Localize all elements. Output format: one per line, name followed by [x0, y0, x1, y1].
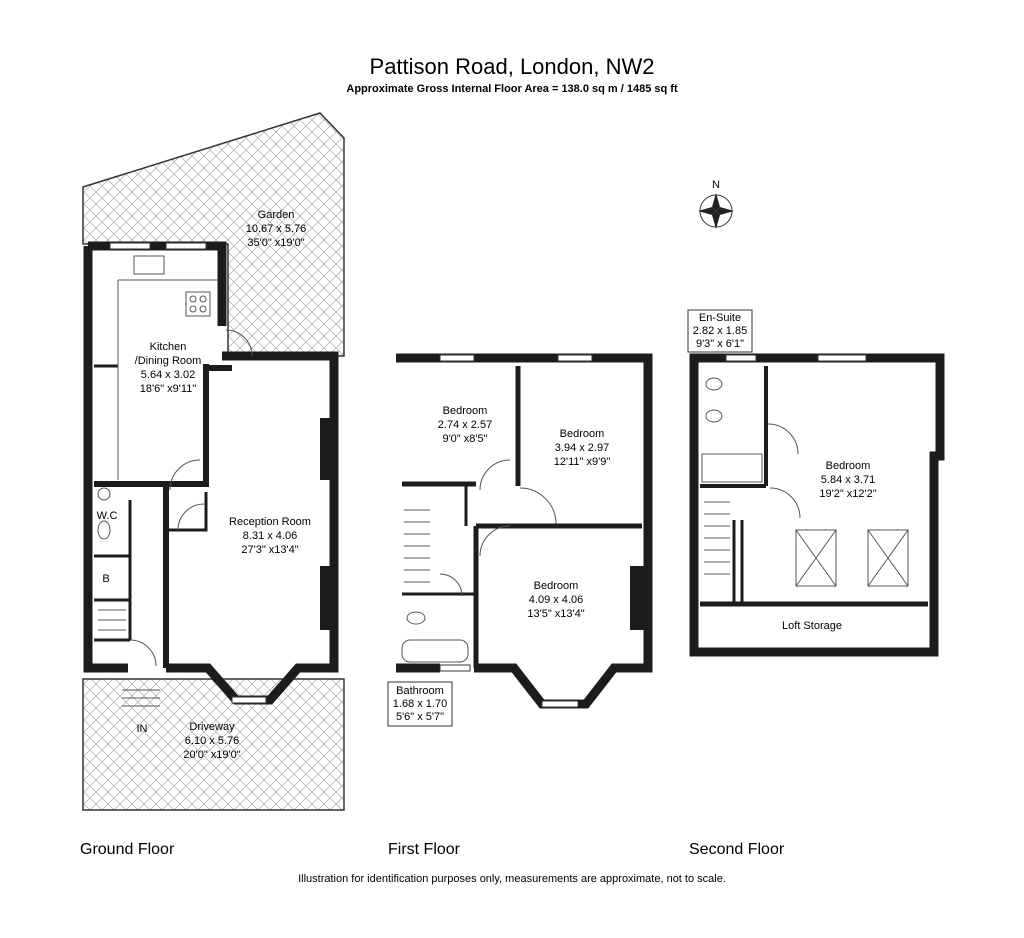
- kitchen-imperial: 18'6" x9'11": [140, 383, 197, 395]
- reception-name: Reception Room: [229, 516, 311, 528]
- ground-floor-label: Ground Floor: [80, 841, 175, 858]
- first-floor-plan: Bedroom 2.74 x 2.57 9'0" x8'5" Bedroom 3…: [387, 353, 653, 727]
- driveway-area: [82, 678, 345, 811]
- ff-bedroom2-metric: 3.94 x 2.97: [555, 442, 609, 454]
- ff-bedroom1-metric: 2.74 x 2.57: [438, 419, 492, 431]
- ff-bathroom-metric: 1.68 x 1.70: [393, 698, 447, 710]
- second-floor-plan: En-Suite 2.82 x 1.85 9'3" x 6'1" Bedroom…: [687, 309, 945, 657]
- disclaimer-note: Illustration for identification purposes…: [298, 873, 726, 885]
- kitchen-name-2: /Dining Room: [135, 355, 202, 367]
- compass-north-label: N: [712, 179, 720, 191]
- ff-bedroom3-imperial: 13'5" x13'4": [527, 608, 584, 620]
- driveway-metric: 6.10 x 5.76: [185, 735, 239, 747]
- floor-area-subtitle: Approximate Gross Internal Floor Area = …: [346, 83, 678, 95]
- ff-bedroom1-imperial: 9'0" x8'5": [442, 433, 487, 445]
- sf-bedroom-name: Bedroom: [826, 460, 871, 472]
- sf-bedroom-imperial: 19'2" x12'2": [819, 488, 876, 500]
- b-name: B: [102, 573, 109, 585]
- driveway-name: Driveway: [189, 721, 235, 733]
- ff-bedroom3-metric: 4.09 x 4.06: [529, 594, 583, 606]
- wc-name: W.C: [97, 510, 118, 522]
- first-floor-label: First Floor: [388, 841, 461, 858]
- sf-ensuite-imperial: 9'3" x 6'1": [696, 338, 744, 350]
- kitchen-name: Kitchen: [150, 341, 187, 353]
- reception-imperial: 27'3" x13'4": [241, 544, 298, 556]
- second-floor-label: Second Floor: [689, 841, 785, 858]
- entry-name: IN: [137, 723, 148, 735]
- sf-bedroom-metric: 5.84 x 3.71: [821, 474, 875, 486]
- kitchen-metric: 5.64 x 3.02: [141, 369, 195, 381]
- ground-floor-plan: Garden 10.67 x 5.76 35'0" x19'0" Kitchen…: [82, 112, 345, 811]
- driveway-imperial: 20'0" x19'0": [183, 749, 240, 761]
- sf-loft-name: Loft Storage: [782, 620, 842, 632]
- sf-ensuite-metric: 2.82 x 1.85: [693, 325, 747, 337]
- ff-bedroom1-name: Bedroom: [443, 405, 488, 417]
- ff-bathroom-imperial: 5'6" x 5'7": [396, 711, 444, 723]
- ff-bedroom3-name: Bedroom: [534, 580, 579, 592]
- garden-imperial: 35'0" x19'0": [247, 237, 304, 249]
- compass-icon: N: [698, 179, 734, 229]
- ensuite-label-box: [687, 309, 753, 353]
- ff-bedroom2-imperial: 12'11" x9'9": [554, 456, 611, 468]
- plan-title: Pattison Road, London, NW2: [370, 54, 655, 79]
- garden-name: Garden: [258, 209, 295, 221]
- garden-metric: 10.67 x 5.76: [246, 223, 307, 235]
- reception-metric: 8.31 x 4.06: [243, 530, 297, 542]
- ff-bathroom-name: Bathroom: [396, 685, 444, 697]
- ff-bedroom2-name: Bedroom: [560, 428, 605, 440]
- bathroom-label-box: [387, 681, 453, 727]
- sf-ensuite-name: En-Suite: [699, 312, 741, 324]
